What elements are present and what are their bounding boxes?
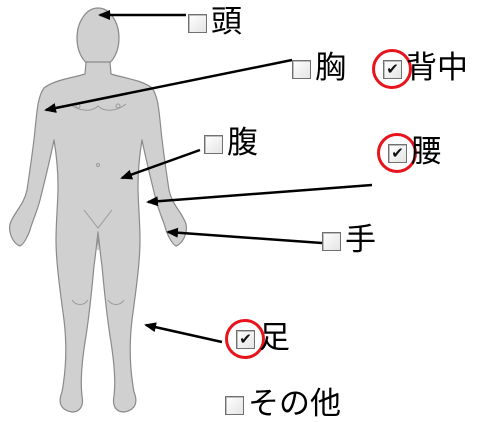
arrows — [44, 10, 373, 344]
checkbox-chest[interactable] — [292, 59, 311, 79]
option-belly[interactable]: 腹 — [204, 125, 258, 161]
arrow-hand — [166, 227, 323, 245]
label-head: 頭 — [211, 4, 242, 40]
option-other[interactable]: その他 — [225, 386, 341, 422]
arrow-belly — [120, 148, 201, 180]
checkbox-head[interactable] — [188, 13, 207, 33]
option-back[interactable]: ✔ 背中 — [372, 48, 468, 89]
label-other: その他 — [248, 386, 341, 422]
highlight-ring — [372, 48, 412, 89]
checkbox-waist[interactable]: ✔ — [377, 132, 417, 173]
label-waist: 腰 — [411, 134, 442, 170]
checkbox-belly[interactable] — [204, 134, 223, 154]
option-chest[interactable]: 胸 — [292, 50, 346, 86]
checkbox-other[interactable] — [225, 395, 244, 415]
label-chest: 胸 — [315, 50, 346, 86]
label-foot: 足 — [259, 320, 290, 356]
arrow-waist — [146, 183, 373, 207]
highlight-ring — [225, 318, 265, 359]
option-hand[interactable]: 手 — [322, 222, 376, 258]
option-waist[interactable]: ✔ 腰 — [377, 132, 442, 173]
highlight-ring — [377, 132, 417, 173]
option-foot[interactable]: ✔ 足 — [225, 318, 290, 359]
checkbox-back[interactable]: ✔ — [372, 48, 412, 89]
checkbox-hand[interactable] — [322, 231, 341, 251]
label-back: 背中 — [406, 50, 468, 86]
figure-head — [76, 7, 120, 69]
option-head[interactable]: 頭 — [188, 4, 242, 40]
checkbox-foot[interactable]: ✔ — [225, 318, 265, 359]
arrow-chest — [44, 58, 293, 113]
label-belly: 腹 — [227, 125, 258, 161]
arrow-foot — [144, 322, 223, 344]
label-hand: 手 — [345, 222, 376, 258]
